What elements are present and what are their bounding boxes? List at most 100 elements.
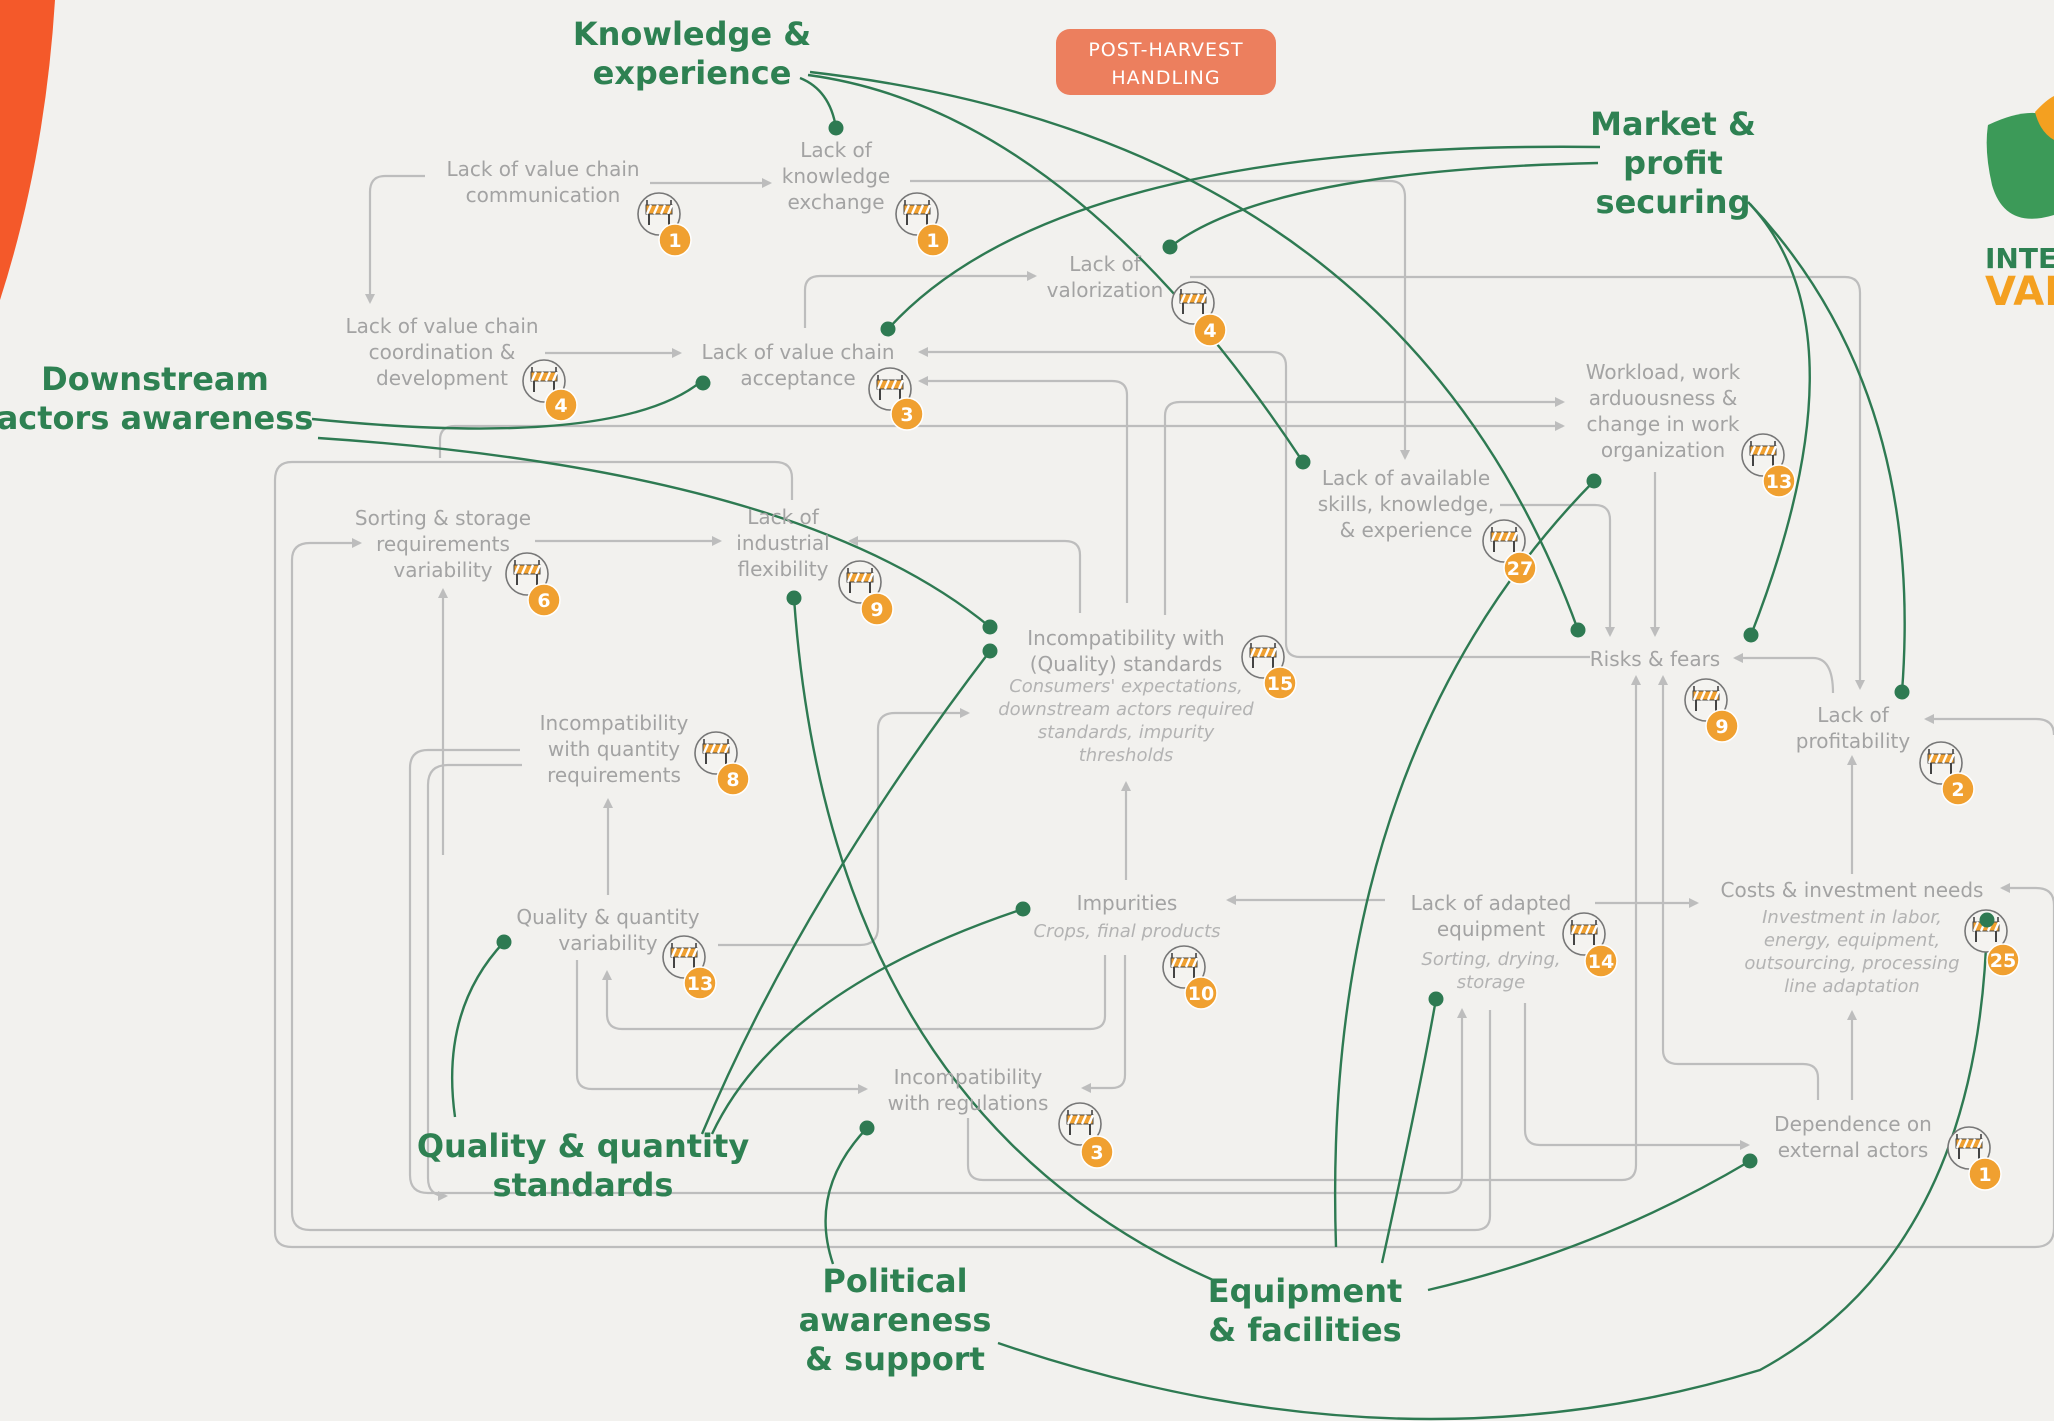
barrier-label-line: coordination & <box>369 340 516 364</box>
key-factor-label-line: securing <box>1596 183 1751 221</box>
key-factor-label-line: Market & <box>1590 105 1756 143</box>
barrier-label-line: change in work <box>1587 412 1740 436</box>
link-endpoint-dot <box>695 375 711 391</box>
link-endpoint-dot <box>1894 684 1910 700</box>
barrier-label-line: requirements <box>547 763 681 787</box>
barrier-label-line: Lack of <box>800 138 873 162</box>
barrier-label-line: Lack of value chain <box>701 340 894 364</box>
barrier-label-line: Incompatibility with <box>1027 626 1224 650</box>
barrier-description-line: line adaptation <box>1784 976 1920 997</box>
barrier-label-line: Quality & quantity <box>516 905 699 929</box>
barrier-label-line: acceptance <box>740 366 855 390</box>
occurrence-count: 1 <box>1978 1164 1991 1186</box>
occurrence-badge: 3 <box>890 397 924 431</box>
barrier-label-line: variability <box>393 558 492 582</box>
barrier-label-line: flexibility <box>738 557 829 581</box>
key-factor-label-line: experience <box>593 54 792 92</box>
barrier-label-line: Lack of <box>747 505 820 529</box>
project-logo: INTE VAL <box>1985 96 2054 315</box>
occurrence-count: 6 <box>537 590 550 612</box>
key-factor-label-line: actors awareness <box>0 399 313 437</box>
barrier-label-line: communication <box>466 183 621 207</box>
barrier-node-sorting: Sorting & storagerequirementsvariability… <box>355 506 561 617</box>
link-endpoint-dot <box>982 619 998 635</box>
barrier-label-line: Risks & fears <box>1590 647 1720 671</box>
key-factor-label-line: Knowledge & <box>573 15 811 53</box>
occurrence-count: 1 <box>668 230 681 252</box>
occurrence-count: 4 <box>1203 320 1216 342</box>
barrier-label-line: Lack of value chain <box>446 157 639 181</box>
orange-leaf-icon <box>2035 96 2054 140</box>
link-endpoint-dot <box>1570 622 1586 638</box>
key-factor-label-line: Political <box>822 1262 967 1300</box>
occurrence-count: 10 <box>1188 983 1214 1005</box>
key-factor-label-line: & facilities <box>1208 1311 1401 1349</box>
barrier-label-line: external actors <box>1778 1138 1929 1162</box>
barrier-label-line: Lack of <box>1069 252 1142 276</box>
barrier-label-line: with regulations <box>888 1091 1049 1115</box>
link-endpoint-dot <box>828 120 844 136</box>
link-endpoint-dot <box>1586 473 1602 489</box>
logo-line-1: INTE <box>1985 242 2054 275</box>
barrier-label-line: with quantity <box>548 737 680 761</box>
occurrence-badge: 14 <box>1584 944 1618 978</box>
barrier-label-line: arduousness & <box>1589 386 1738 410</box>
header-line-2: HANDLING <box>1111 67 1220 89</box>
occurrence-badge: 27 <box>1503 551 1537 585</box>
barrier-label-line: Dependence on <box>1774 1112 1932 1136</box>
link-endpoint-dot <box>982 643 998 659</box>
occurrence-count: 15 <box>1267 673 1293 695</box>
occurrence-count: 1 <box>926 230 939 252</box>
key-factor-label-line: Equipment <box>1208 1272 1403 1310</box>
barrier-label-line: profitability <box>1796 729 1911 753</box>
barrier-label-line: Incompatibility <box>540 711 689 735</box>
occurrence-badge: 13 <box>1762 464 1796 498</box>
occurrence-badge: 1 <box>1968 1157 2002 1191</box>
barrier-label-line: Lack of available <box>1322 466 1490 490</box>
barrier-node-incompq: Incompatibility with(Quality) standardsC… <box>998 626 1297 766</box>
occurrence-count: 25 <box>1990 950 2016 972</box>
barrier-label-line: Sorting & storage <box>355 506 531 530</box>
occurrence-count: 4 <box>554 395 567 417</box>
occurrence-count: 14 <box>1588 951 1614 973</box>
link-endpoint-dot <box>1428 991 1444 1007</box>
key-factor-label-line: & support <box>805 1340 985 1378</box>
link-endpoint-dot <box>1295 454 1311 470</box>
occurrence-count: 9 <box>870 599 883 621</box>
barrier-label-line: Incompatibility <box>894 1065 1043 1089</box>
factor-link-endpoints <box>496 120 1995 1169</box>
orange-corner-shape <box>0 0 55 300</box>
barrier-label-line: Costs & investment needs <box>1721 878 1984 902</box>
occurrence-badge: 9 <box>1705 709 1739 743</box>
barrier-label-line: valorization <box>1047 278 1164 302</box>
barrier-label-line: Lack of adapted <box>1411 891 1572 915</box>
occurrence-badge: 4 <box>1193 313 1227 347</box>
key-factor-label-line: Downstream <box>41 360 269 398</box>
barrier-node-risks: Risks & fears 9 <box>1590 647 1739 743</box>
occurrence-badge: 4 <box>544 388 578 422</box>
occurrence-badge: 2 <box>1941 772 1975 806</box>
barrier-label-line: skills, knowledge, <box>1318 492 1495 516</box>
barrier-description-line: Sorting, drying, <box>1421 949 1560 970</box>
barrier-description-line: downstream actors required <box>998 699 1254 720</box>
logo-line-2: VAL <box>1985 269 2054 315</box>
key-factor-label-line: profit <box>1623 144 1723 182</box>
barrier-label-line: knowledge <box>782 164 890 188</box>
barrier-label-line: development <box>376 366 508 390</box>
occurrence-count: 8 <box>726 769 739 791</box>
